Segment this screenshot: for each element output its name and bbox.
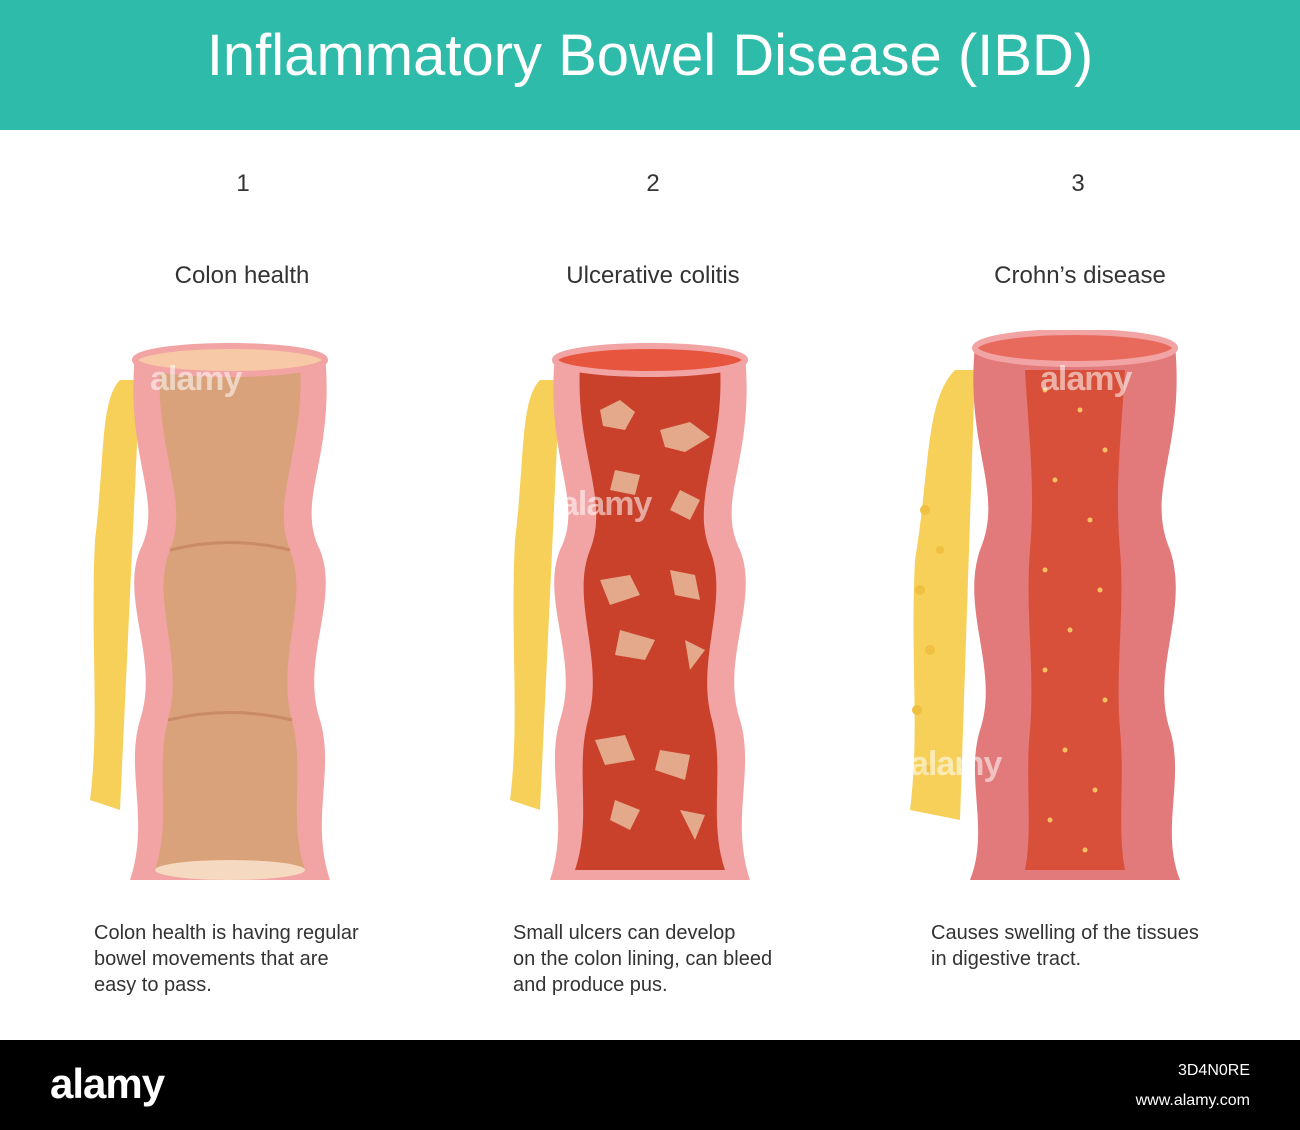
panel-3-label: Crohn’s disease (994, 262, 1166, 289)
crohns-disease-illustration (910, 330, 1180, 880)
page-title: Inflammatory Bowel Disease (IBD) (206, 23, 1094, 88)
watermark: alamy (1040, 360, 1132, 398)
panel-2-description: Small ulcers can develop on the colon li… (513, 922, 773, 996)
watermark: alamy (910, 745, 1002, 783)
watermark: alamy (560, 485, 652, 523)
panel-1-number: 1 (236, 170, 250, 197)
panel-1-label: Colon health (174, 262, 310, 289)
panel-2-number: 2 (646, 170, 660, 197)
panel-3-description: Causes swelling of the tissues in digest… (931, 922, 1199, 970)
footer-logo: alamy (50, 1060, 165, 1107)
healthy-colon-illustration (90, 343, 330, 880)
footer-url: www.alamy.com (1135, 1092, 1250, 1109)
footer-bar: alamy 3D4N0RE www.alamy.com (0, 1040, 1300, 1130)
title-banner: Inflammatory Bowel Disease (IBD) (0, 0, 1300, 130)
panel-3-number: 3 (1071, 170, 1085, 197)
panel-2-label: Ulcerative colitis (566, 262, 740, 289)
watermark: alamy (150, 360, 242, 398)
ulcerative-colitis-illustration (510, 343, 750, 880)
panel-1-description: Colon health is having regular bowel mov… (94, 922, 359, 996)
image-id: 3D4N0RE (1177, 1062, 1250, 1079)
